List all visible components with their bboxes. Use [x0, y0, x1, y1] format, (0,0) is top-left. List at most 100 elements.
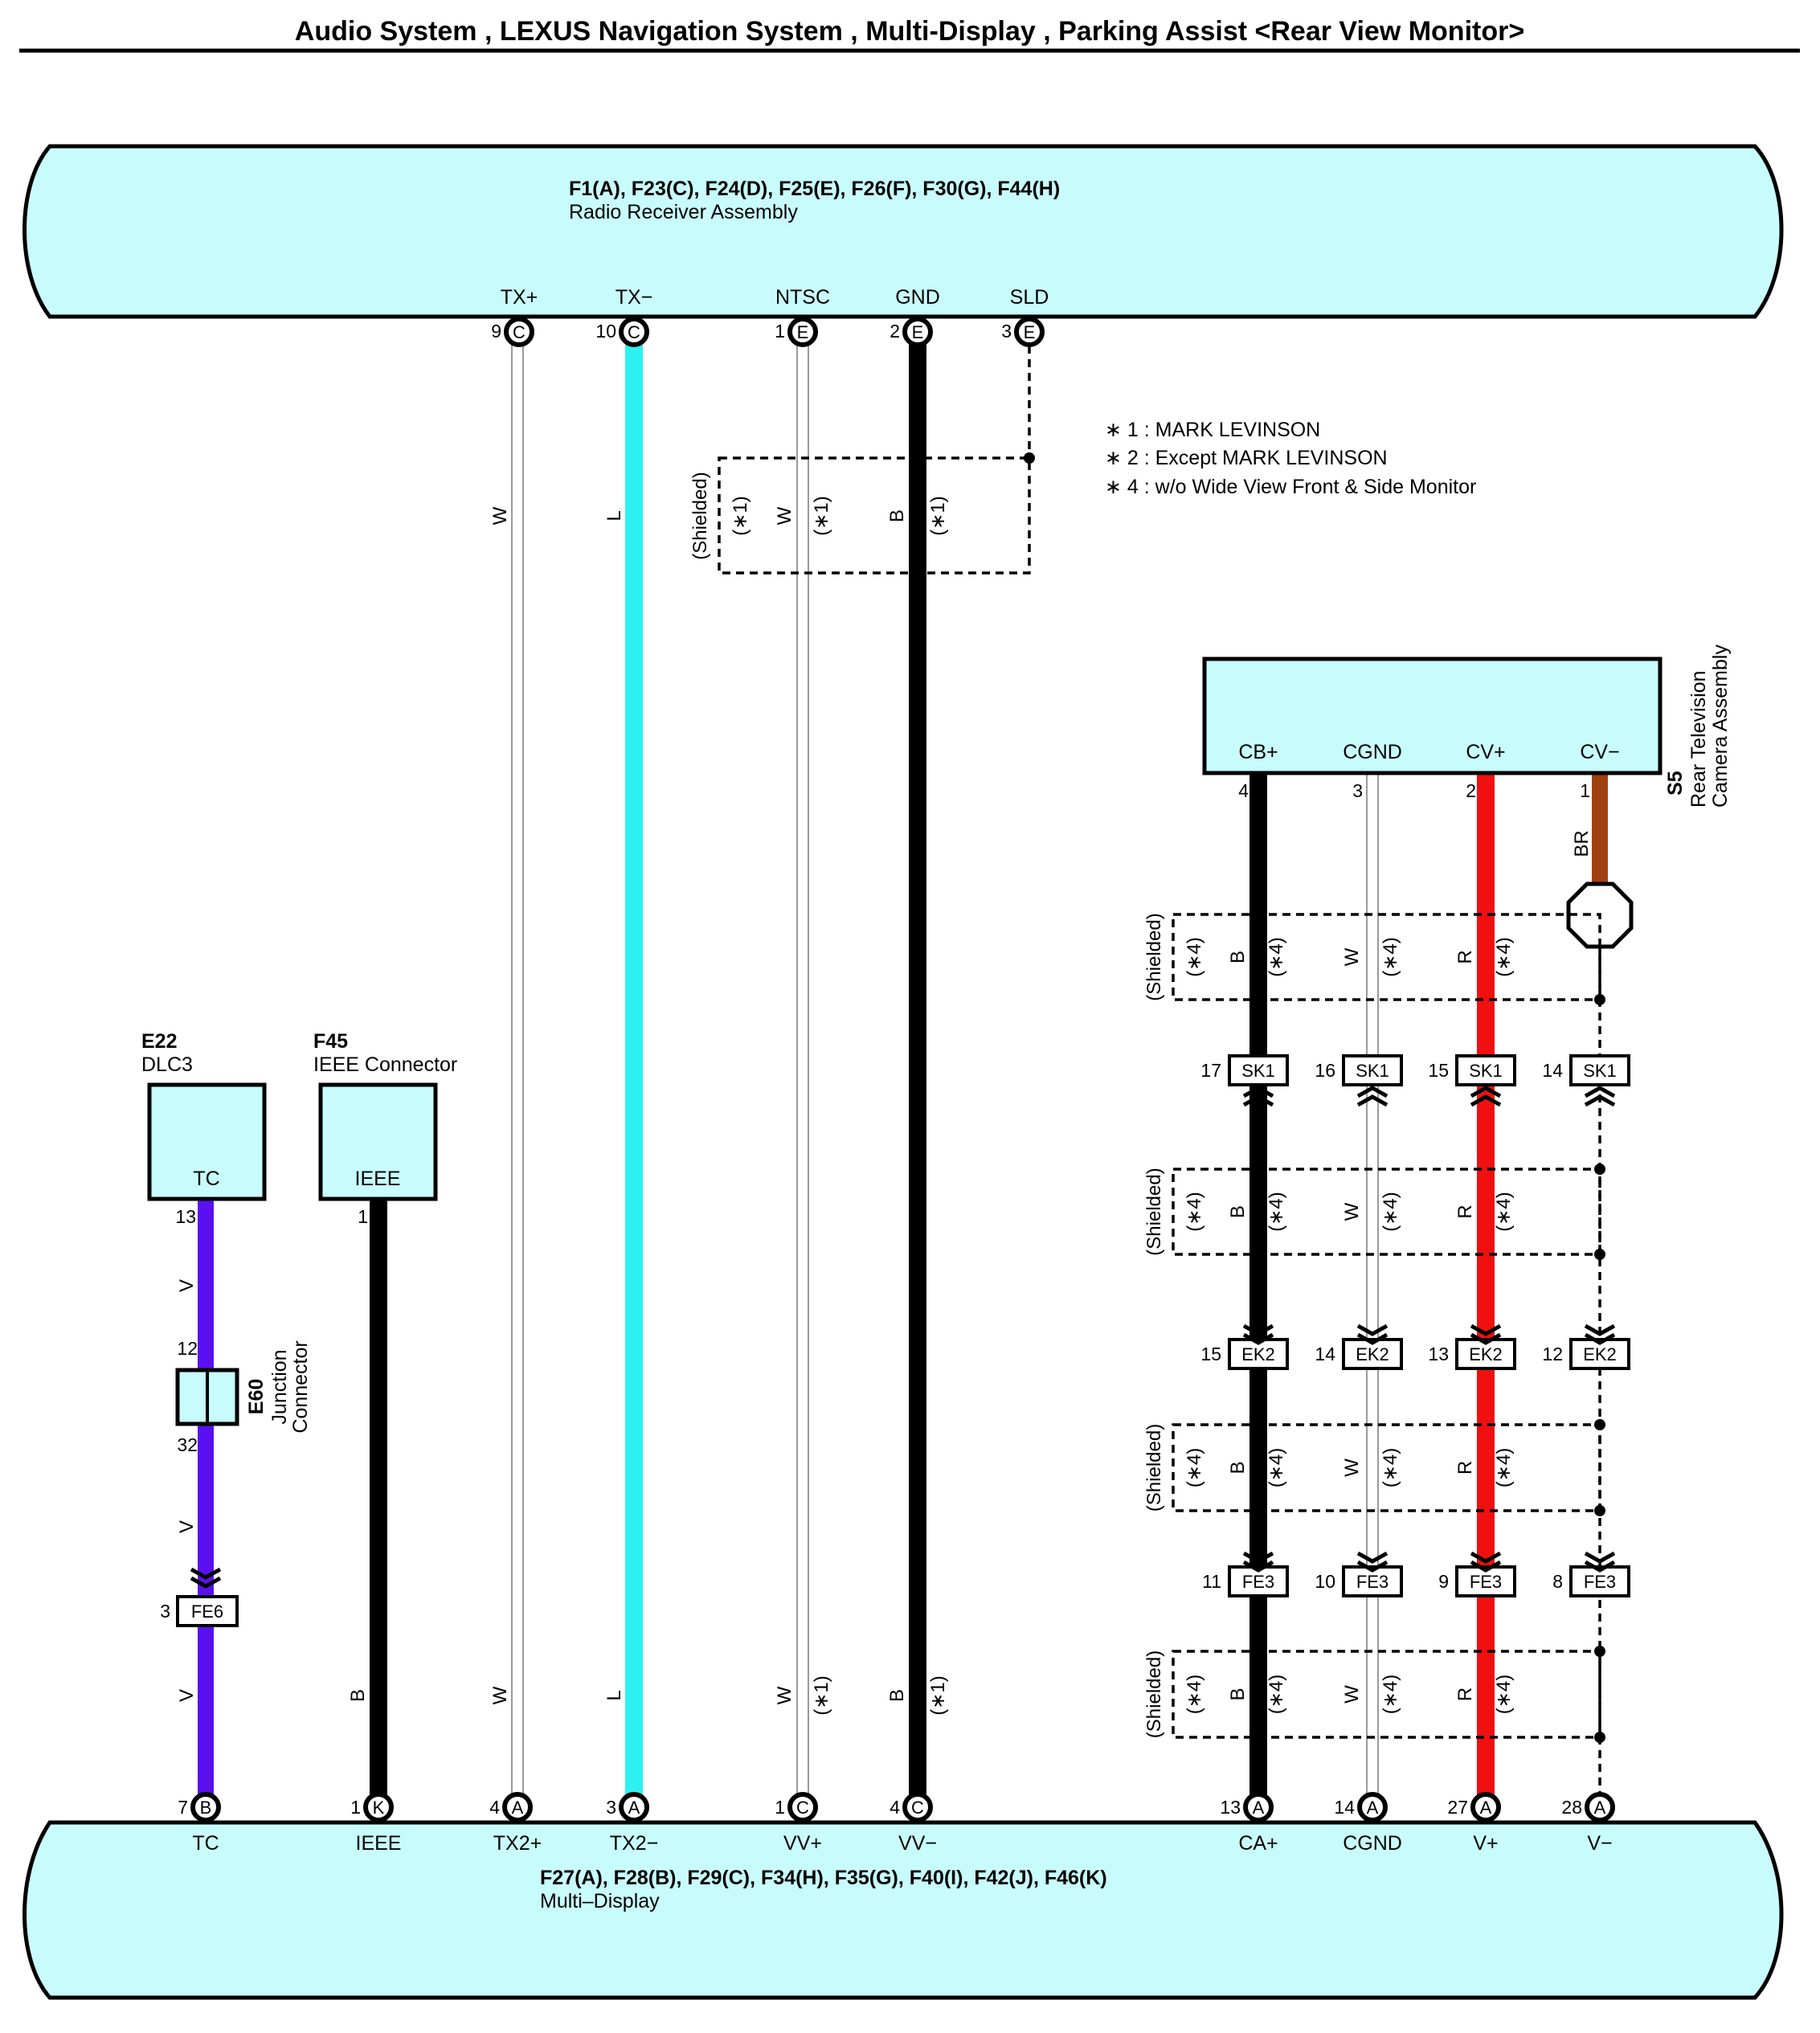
bottom-pin-label: IEEE: [356, 1832, 402, 1855]
wire-ca-plus: [1249, 773, 1267, 1807]
top-pin-2: C: [619, 317, 649, 347]
shielded-label: (Shielded): [1143, 1651, 1165, 1738]
multi-display-codes: F27(A), F28(B), F29(C), F34(H), F35(G), …: [540, 1867, 1107, 1889]
shield-top: [718, 456, 1031, 575]
camera-shield-box: [1172, 913, 1601, 1001]
camera-shield-2: (Shielded)(∗4)B(∗4)W(∗4)R(∗4): [1143, 1164, 1605, 1260]
camera-shield-3: (Shielded)(∗4)B(∗4)W(∗4)R(∗4): [1143, 1419, 1605, 1516]
bottom-pin-label: VV−: [898, 1832, 937, 1855]
top-pin-5-circle: [1014, 317, 1045, 347]
s5-pin-label: CB+: [1238, 741, 1278, 763]
bottom-pin-label: TX2+: [493, 1832, 542, 1855]
note4-label: (∗4): [1380, 937, 1401, 976]
top-pin-label: GND: [895, 286, 940, 309]
top-pin-num: 3: [1001, 321, 1012, 342]
label-tc-2: V: [176, 1520, 198, 1533]
camera-shield-box: [1172, 1650, 1601, 1739]
fe6-label: FE6: [191, 1601, 223, 1622]
shield-splice-top: [1594, 1646, 1605, 1657]
e22-name: DLC3: [141, 1053, 193, 1076]
shield-top-labels: (Shielded) (∗1) (∗1) (∗1): [689, 472, 949, 559]
ntsc-note1-a: (∗1): [730, 496, 751, 535]
top-pin-label: TX−: [616, 286, 653, 309]
connector-label: SK1: [1356, 1061, 1389, 1081]
label-tx-plus-top: W: [489, 506, 511, 525]
male-terminal-icon: [1356, 1086, 1389, 1107]
multi-display: F27(A), F28(B), F29(C), F34(H), F35(G), …: [22, 1820, 1784, 2000]
e60-code: E60: [245, 1379, 268, 1414]
top-pin-num: 2: [890, 321, 900, 342]
note-2: ∗ 2 : Except MARK LEVINSON: [1105, 447, 1388, 469]
female-terminal-icon: [1242, 1551, 1274, 1573]
bottom-pin-8-circle: [1357, 1792, 1388, 1822]
connector-label: EK2: [1469, 1344, 1503, 1364]
e60-junction-connector: 12 32 E60 Junction Connector: [175, 1338, 312, 1455]
e60-name-2: Connector: [289, 1340, 312, 1433]
connector-num: 11: [1202, 1571, 1221, 1592]
female-terminal-icon: [1356, 1323, 1389, 1345]
note4-label: (∗4): [1493, 1448, 1515, 1487]
label-tx-minus-bottom: L: [603, 1690, 625, 1700]
bottom-pin-10: A: [1585, 1792, 1615, 1822]
wire-ntsc: [796, 331, 809, 1808]
top-pin-label: SLD: [1010, 286, 1049, 309]
camera-wire-color: B: [1227, 1461, 1249, 1474]
bottom-pin-6-letter: C: [911, 1798, 924, 1818]
bottom-pin-5-circle: [787, 1792, 818, 1822]
e22-pin-label: TC: [193, 1168, 219, 1190]
shield-splice-bottom: [1594, 1732, 1605, 1743]
shield-splice-bottom: [1594, 994, 1605, 1005]
bottom-pin-num: 28: [1561, 1797, 1582, 1818]
wire-tx-minus: [625, 332, 643, 1807]
bottom-pin-num: 4: [489, 1797, 500, 1818]
bottom-pin-num: 4: [890, 1797, 900, 1818]
connector-box: [1228, 1054, 1289, 1086]
label-cv-minus-br: BR: [1571, 830, 1593, 857]
bottom-pin-num: 1: [775, 1797, 785, 1818]
bottom-pin-6-circle: [902, 1792, 933, 1822]
label-ntsc-bottom: W: [774, 1686, 795, 1704]
camera-shield-box: [1172, 1168, 1601, 1256]
connector-num: 15: [1200, 1344, 1221, 1364]
top-pin-4-circle: [902, 317, 933, 347]
connector-box: [1342, 1054, 1403, 1086]
bottom-pin-1-letter: B: [200, 1798, 212, 1818]
note4-label: (∗4): [1184, 937, 1205, 976]
shield-splice-bottom: [1594, 1249, 1605, 1260]
f45-pin-num: 1: [358, 1206, 368, 1227]
connector-num: 13: [1428, 1344, 1449, 1364]
wire-color-labels-top: W L W B: [489, 506, 908, 525]
connector-label: FE3: [1584, 1572, 1616, 1592]
connector-box: [1342, 1565, 1403, 1597]
s5-pin-label: CV−: [1580, 741, 1619, 763]
e60-name-1: Junction: [268, 1349, 291, 1424]
note4-label: (∗4): [1380, 1448, 1401, 1487]
top-pin-5-letter: E: [1024, 322, 1036, 342]
s5-pin-label: CGND: [1343, 741, 1402, 763]
notes: ∗ 1 : MARK LEVINSON ∗ 2 : Except MARK LE…: [1105, 419, 1476, 498]
f45-name: IEEE Connector: [313, 1053, 457, 1076]
note-4: ∗ 4 : w/o Wide View Front & Side Monitor: [1105, 476, 1476, 498]
camera-wire-color: R: [1454, 1205, 1476, 1218]
connector-box: [1342, 1338, 1403, 1370]
camera-wire-color: W: [1341, 1202, 1363, 1221]
e22-code: E22: [141, 1030, 177, 1053]
note4-label: (∗4): [1493, 937, 1515, 976]
connector-label: EK2: [1241, 1344, 1275, 1364]
top-pin-num: 10: [595, 321, 616, 342]
top-pin-num: 1: [775, 321, 785, 342]
bottom-pin-2: K: [363, 1792, 394, 1822]
camera-wire-color: B: [1227, 1687, 1249, 1700]
bottom-pin-1-circle: [190, 1792, 221, 1822]
bottom-pin-label: V−: [1587, 1832, 1612, 1855]
connector-num: 12: [1542, 1344, 1563, 1364]
bottom-pin-num: 14: [1334, 1797, 1355, 1818]
camera-wire-color: R: [1454, 1461, 1476, 1475]
shield-splice-top: [1594, 1419, 1605, 1430]
top-pin-4-letter: E: [912, 322, 924, 342]
male-terminal-icon: [1242, 1086, 1274, 1107]
radio-receiver-codes: F1(A), F23(C), F24(D), F25(E), F26(F), F…: [569, 178, 1060, 200]
connector-box: [1569, 1565, 1630, 1597]
